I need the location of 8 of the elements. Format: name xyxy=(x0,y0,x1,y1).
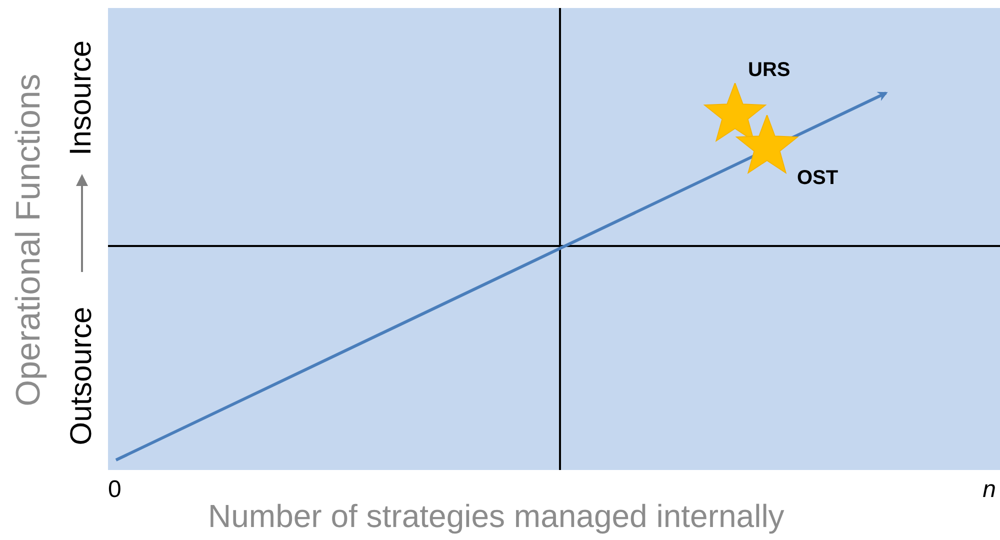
axis-end-label: Insource xyxy=(67,40,97,156)
axis-tick-label: n xyxy=(982,478,996,502)
axis-tick-label: 0 xyxy=(108,478,122,502)
point-label: OST xyxy=(797,166,838,190)
point-label: URS xyxy=(748,58,790,82)
axis-title: Number of strategies managed internally xyxy=(208,500,784,532)
axis-title: Operational Functions xyxy=(11,74,45,406)
axis-end-label: Outsource xyxy=(67,306,97,446)
